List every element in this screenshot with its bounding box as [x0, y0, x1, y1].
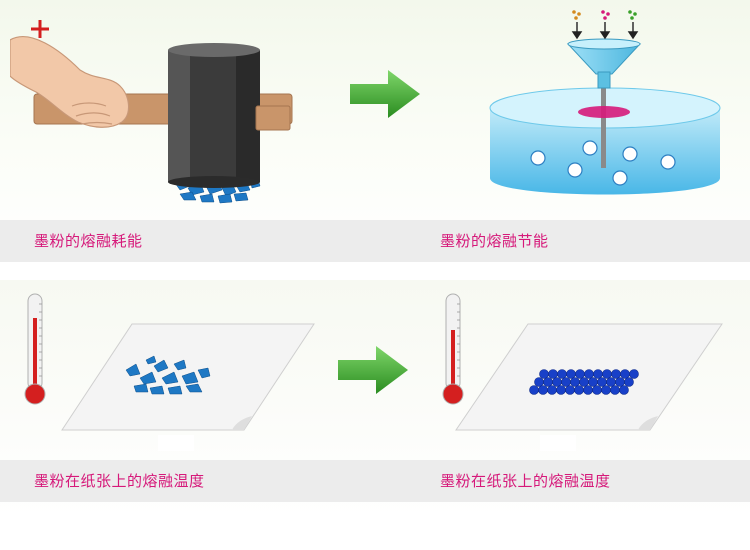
hammer-icon: [168, 43, 260, 188]
funnel-water-tank: [489, 10, 721, 195]
blank-label-right: [540, 435, 576, 451]
caption-melting-temp-right: 墨粉在纸张上的熔融温度: [440, 472, 611, 490]
input-arrows: [571, 10, 639, 40]
fused-toner-dots: [529, 369, 639, 395]
funnel-icon: [566, 38, 642, 89]
caption-melting-temp-left: 墨粉在纸张上的熔融温度: [34, 472, 205, 490]
stirrer-ring: [578, 106, 630, 118]
red-cross-icon: [31, 20, 49, 38]
caption-energy-consuming: 墨粉的熔融耗能: [34, 232, 143, 250]
hand-icon: [10, 35, 130, 128]
caption-bar-top: [0, 220, 750, 262]
toner-on-paper-left: [24, 293, 315, 431]
toner-on-paper-right: [442, 293, 723, 431]
stirrer-shaft: [601, 68, 606, 168]
green-arrow-icon: [338, 346, 408, 394]
caption-bar-bottom: [0, 460, 750, 502]
blank-label-left: [158, 435, 194, 451]
caption-energy-saving: 墨粉的熔融节能: [440, 232, 549, 250]
toner-particles: [530, 140, 676, 186]
toner-shards: [125, 355, 211, 395]
thermometer-icon: [24, 293, 46, 405]
green-arrow-icon: [350, 70, 420, 118]
hammer-crushing-toner: [10, 20, 293, 204]
thermometer-icon: [442, 293, 464, 405]
